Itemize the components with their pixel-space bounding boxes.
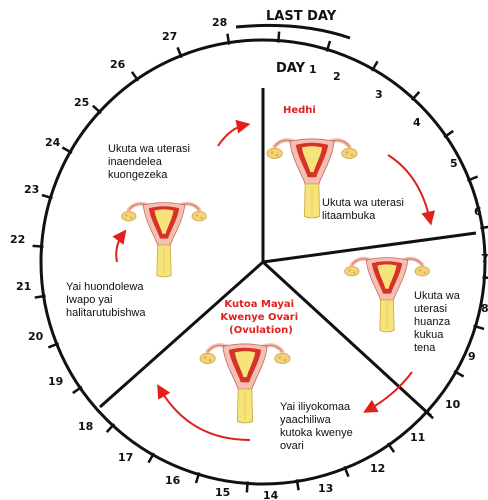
tick-mark	[247, 481, 248, 492]
arrow-to-removal	[160, 389, 250, 440]
day-number: 28	[212, 16, 227, 29]
day-number: 18	[78, 420, 93, 433]
tick-mark	[227, 34, 229, 45]
tick-mark	[33, 246, 44, 247]
day-number: 26	[110, 58, 126, 71]
tick-mark	[297, 479, 299, 490]
day-number: 19	[48, 375, 63, 388]
day-number: 20	[28, 330, 44, 343]
tick-mark	[278, 32, 279, 43]
last-day-label: LAST DAY	[266, 9, 337, 24]
phase-title-hedhi: Hedhi	[283, 105, 316, 116]
caption-ukuta-huanza: Ukuta wa uterasi huanza kukua tena	[414, 290, 463, 354]
day-number: 25	[74, 96, 89, 109]
day-number: 12	[370, 462, 385, 475]
divider-day11	[263, 262, 431, 416]
caption-ukuta-inaendelea: Ukuta wa uterasi inaendelea kuongezeka	[108, 143, 193, 181]
tick-mark	[35, 296, 46, 298]
caption-ukuta-litaambuka: Ukuta wa uterasi litaambuka	[322, 197, 407, 222]
tick-mark	[480, 226, 488, 228]
caption-yai-huondolewa: Yai huondolewa Iwapo yai halitarutubishw…	[66, 281, 147, 319]
caption-yai-iliyokomaa: Yai iliyokomaa yaachiliwa kutoka kwenye …	[280, 401, 356, 452]
day-number: 17	[118, 451, 133, 464]
day-number: 6	[474, 205, 482, 218]
day-number: 3	[375, 88, 383, 101]
day-number: 27	[162, 30, 177, 43]
day-number: 23	[24, 183, 39, 196]
day-number: 10	[445, 398, 461, 411]
day-number: 22	[10, 233, 25, 246]
day-number: 21	[16, 280, 31, 293]
day-number: 4	[413, 116, 421, 129]
day-number: 16	[165, 474, 181, 487]
arrow-to-regrowth	[388, 155, 430, 220]
arrow-to-hedhi	[218, 125, 245, 146]
day-one-number: 1	[309, 63, 317, 76]
day-number: 7	[481, 252, 488, 265]
day-number: 9	[468, 350, 476, 363]
day-one-prefix: DAY	[276, 61, 306, 76]
day-number: 14	[263, 489, 279, 500]
day-number: 24	[45, 136, 61, 149]
phase-title-ovulation: Kutoa Mayai Kwenye Ovari (Ovulation)	[220, 299, 301, 336]
last-day-arc	[236, 25, 350, 38]
day-number: 13	[318, 482, 333, 495]
day-number: 2	[333, 70, 341, 83]
arrow-to-thickening	[116, 234, 123, 262]
divider-day7	[263, 233, 476, 262]
day-number: 5	[450, 157, 458, 170]
tick-mark	[482, 277, 488, 278]
day-number: 15	[215, 486, 230, 499]
day-number: 8	[481, 302, 488, 315]
uterus-ovulation	[200, 344, 290, 423]
uterus-thickening	[122, 203, 207, 277]
day-number: 11	[410, 431, 425, 444]
